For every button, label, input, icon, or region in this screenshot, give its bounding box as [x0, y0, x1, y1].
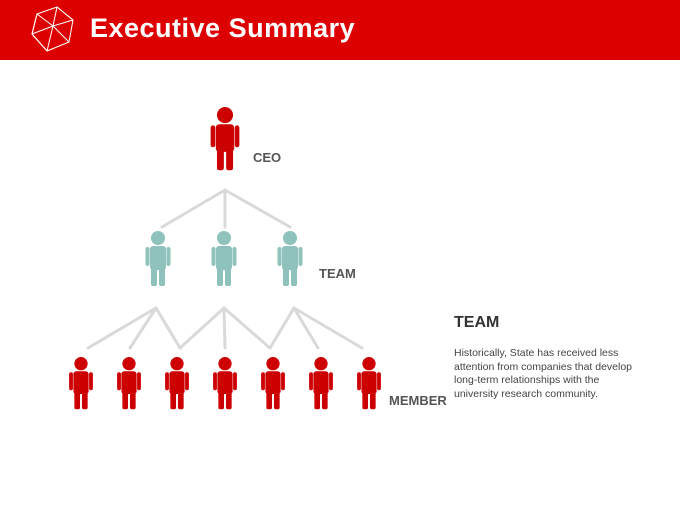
connector-line — [223, 188, 292, 229]
side-panel-body: Historically, State has received less at… — [454, 347, 633, 400]
member-person-icon — [213, 357, 237, 410]
connector-line — [222, 306, 227, 350]
member-person-icon — [69, 357, 93, 410]
ceo-label: CEO — [253, 150, 282, 165]
team-person-icon — [145, 231, 171, 286]
page-title: Executive Summary — [90, 13, 356, 43]
connector-line — [268, 306, 296, 350]
member-person-icon — [165, 357, 189, 410]
connector-line — [160, 188, 227, 229]
header-bar: Executive Summary — [0, 0, 680, 60]
connector-lines — [86, 188, 364, 350]
connector-line — [222, 306, 272, 350]
member-person-icon — [357, 357, 381, 410]
team-label: TEAM — [319, 266, 356, 281]
team-person-icon — [277, 231, 303, 286]
connector-line — [292, 306, 320, 350]
member-person-icon — [117, 357, 141, 410]
polyhedron-logo-icon — [31, 6, 74, 52]
member-person-icon — [309, 357, 333, 410]
connector-line — [154, 306, 182, 350]
side-panel-title: TEAM — [454, 314, 500, 331]
ceo-person-icon — [210, 107, 240, 171]
connector-line — [178, 306, 226, 350]
team-person-icon — [211, 231, 237, 286]
member-label: MEMBER — [389, 393, 447, 408]
org-figures — [69, 107, 381, 410]
connector-line — [128, 306, 158, 350]
member-person-icon — [261, 357, 285, 410]
connector-line — [86, 306, 158, 350]
connector-line — [292, 306, 364, 350]
